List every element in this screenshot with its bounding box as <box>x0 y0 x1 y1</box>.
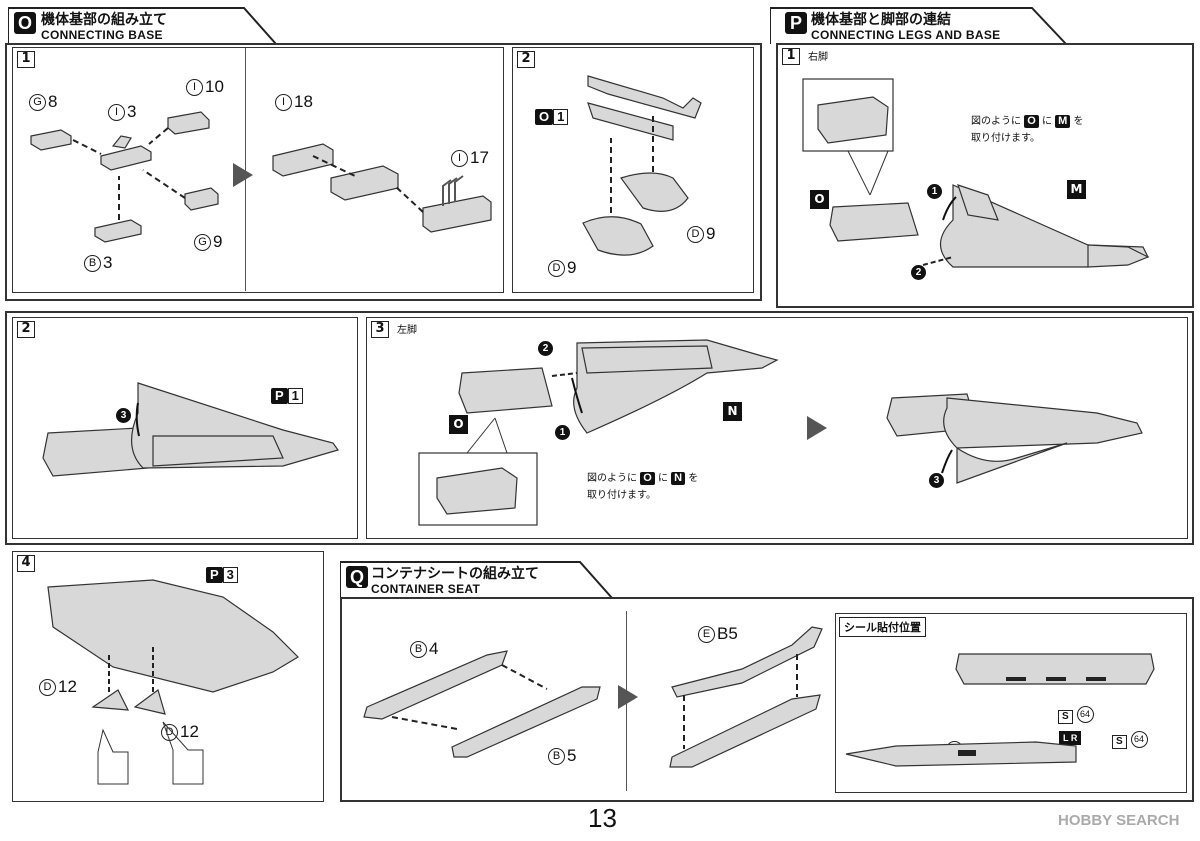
next-arrow-icon <box>807 416 827 440</box>
p1-drawing <box>802 78 1150 268</box>
marker-3: 3 <box>929 468 944 488</box>
section-p-header-bg <box>770 7 1067 45</box>
p-step1-panel: 1 右脚 図のように O に M を取り付けます。 O M 1 2 <box>776 43 1194 308</box>
section-p-subtitle: CONNECTING LEGS AND BASE <box>811 28 1001 42</box>
marker-2: 2 <box>911 260 926 280</box>
step-number: 3 <box>371 321 389 338</box>
marker-3: 3 <box>116 403 131 423</box>
p2-drawing <box>42 382 339 477</box>
page-number: 13 <box>588 803 617 833</box>
section-q-frame: B4 B5 EB5 シール貼付位置 S 64 S 65 L R S 64 <box>340 597 1194 802</box>
next-arrow-icon <box>233 163 253 187</box>
section-o-title: 機体基部の組み立て <box>41 12 167 28</box>
next-arrow-icon <box>618 685 638 709</box>
section-q-header-bg <box>340 561 613 599</box>
section-q-letter: Q <box>346 566 368 588</box>
tag-o: O <box>449 415 468 434</box>
tag-n: N <box>723 402 742 421</box>
tag-m: M <box>1067 180 1086 199</box>
q-drawing <box>363 626 823 768</box>
sticker-s-64-b: S 64 <box>1112 731 1150 749</box>
step-number: 1 <box>17 51 35 68</box>
section-o-letter: O <box>14 12 36 34</box>
section-q-title: コンテナシートの組み立て <box>371 566 539 582</box>
marker-1: 1 <box>555 420 570 440</box>
o1-parts-drawing <box>30 111 492 243</box>
sticker-title: シール貼付位置 <box>839 617 926 637</box>
step-number: 2 <box>517 51 535 68</box>
p3-label: 左脚 <box>397 325 417 336</box>
step-number: 2 <box>17 321 35 338</box>
section-p-title: 機体基部と脚部の連結 <box>811 12 951 28</box>
sticker-drawing <box>845 653 1155 767</box>
p3-drawing <box>418 339 1143 526</box>
section-o-subtitle: CONNECTING BASE <box>41 28 163 42</box>
p-step3-panel: 3 左脚 O N 2 1 3 図のように O に N を取り付けます。 <box>366 317 1188 539</box>
p3-instruction: 図のように O に N を取り付けます。 <box>587 472 699 501</box>
p1-label: 右脚 <box>808 52 828 63</box>
sticker-placement-box: シール貼付位置 S 64 S 65 L R S 64 <box>835 613 1187 793</box>
p1-instruction: 図のように O に M を取り付けます。 <box>971 115 1084 144</box>
step-number: 1 <box>782 48 800 65</box>
sticker-s-64: S 64 <box>1058 706 1096 724</box>
tag-o: O <box>810 190 829 209</box>
o2-parts-drawing <box>582 75 702 256</box>
step-number: 4 <box>17 555 35 572</box>
section-o-header-bg <box>8 7 277 45</box>
marker-1: 1 <box>927 179 942 199</box>
watermark: HOBBY SEARCH <box>1058 812 1180 829</box>
p4-drawing <box>47 579 299 785</box>
section-q-subtitle: CONTAINER SEAT <box>371 582 481 596</box>
lr-badge-icon: L R <box>1059 731 1082 745</box>
section-p-letter: P <box>785 12 807 34</box>
marker-2: 2 <box>538 336 553 356</box>
